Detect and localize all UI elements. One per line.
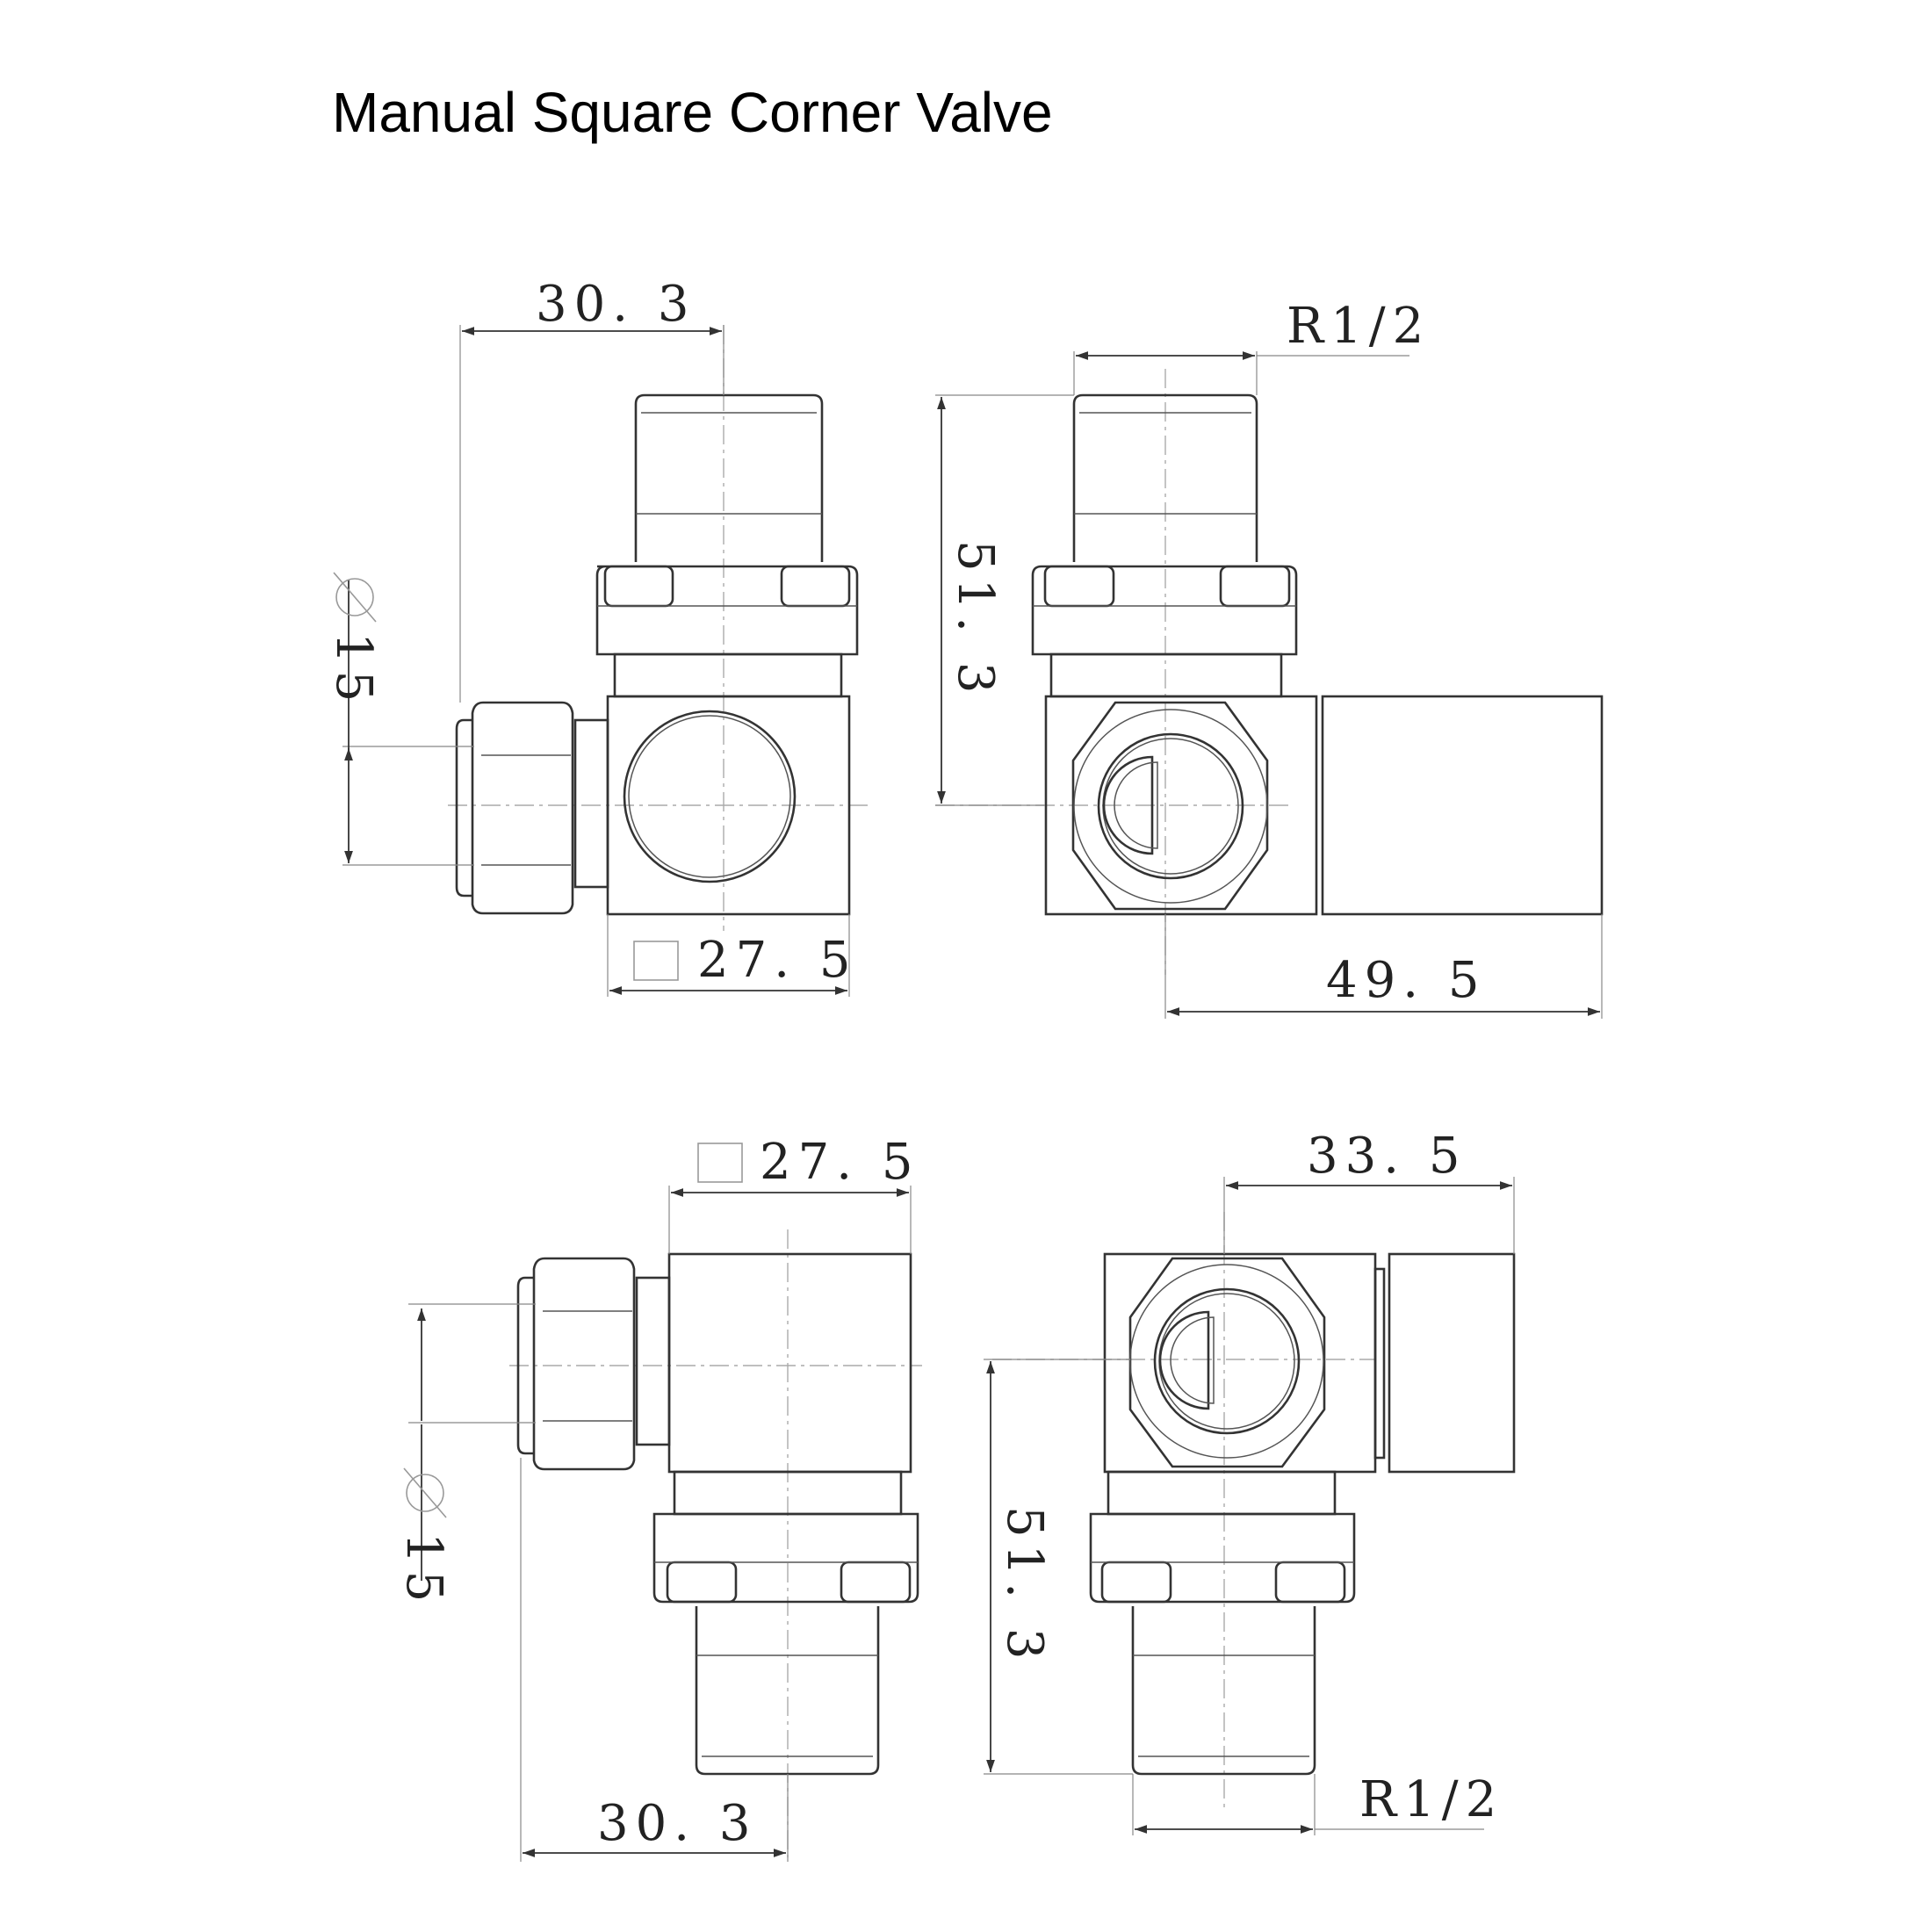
diameter-symbol <box>406 1474 444 1512</box>
dim-v4-thread: R1/2 <box>1359 1771 1503 1828</box>
diameter-symbol <box>335 578 374 616</box>
dim-v3-body-square: 27. 5 <box>760 1134 920 1191</box>
dim-v3-bottom-width: 30. 3 <box>597 1795 758 1852</box>
dim-v4-height: 51. 3 <box>996 1506 1053 1667</box>
view-bottom-right: 33. 5 51. 3 R1/2 <box>984 1128 1516 1835</box>
dim-v4-width: 33. 5 <box>1307 1128 1467 1185</box>
dim-v2-total-width: 49. 5 <box>1326 952 1487 1009</box>
page-title: Manual Square Corner Valve <box>332 81 1053 144</box>
square-symbol <box>697 1143 743 1183</box>
dim-v1-top-width: 30. 3 <box>536 276 696 333</box>
square-symbol <box>633 941 679 981</box>
dim-v1-pipe-diameter: 15 <box>325 632 382 709</box>
dim-v3-pipe-diameter: 15 <box>395 1532 452 1609</box>
dim-v2-thread: R1/2 <box>1287 298 1431 355</box>
view-top-left: 30. 3 27. 5 15 <box>325 276 869 997</box>
dim-v2-height: 51. 3 <box>947 540 1004 701</box>
view-top-right: R1/2 51. 3 49. 5 <box>935 298 1604 1019</box>
dim-v1-body-square: 27. 5 <box>697 932 858 989</box>
view-bottom-left: 27. 5 15 30. 3 <box>395 1134 922 1862</box>
